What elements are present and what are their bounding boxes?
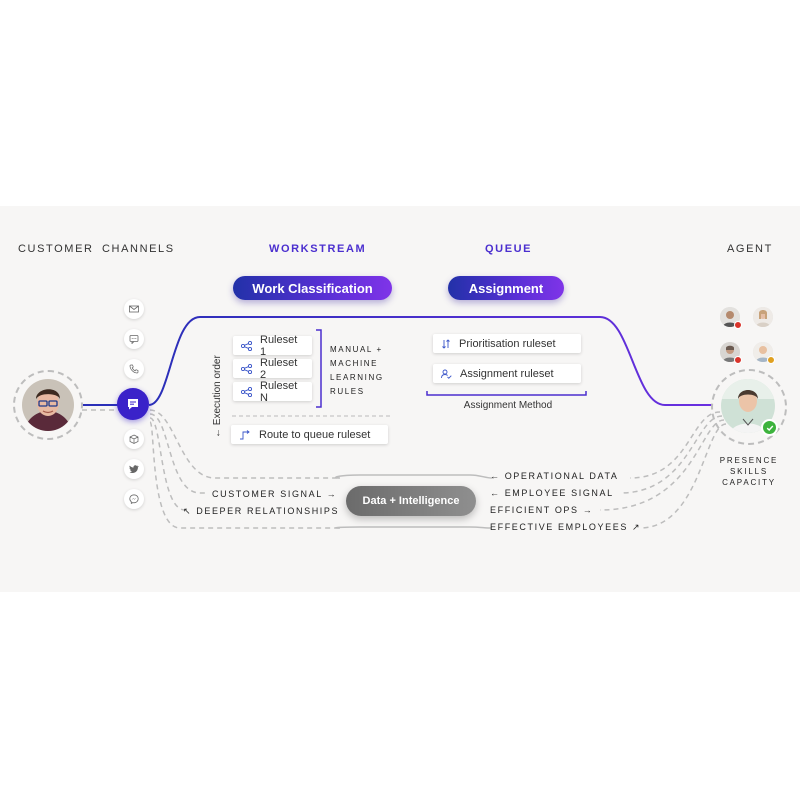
agent-avatar-ring xyxy=(711,369,787,445)
available-status-icon xyxy=(761,419,778,436)
assignment-method-label: Assignment Method xyxy=(463,400,553,411)
ruleset-card-n[interactable]: Ruleset N xyxy=(233,379,312,404)
operational-data-label: ← OPERATIONAL DATA xyxy=(490,471,618,481)
column-agent: AGENT xyxy=(727,243,773,255)
assignment-ruleset-label: Assignment ruleset xyxy=(460,367,554,380)
customer-signal-label: CUSTOMER SIGNAL → xyxy=(212,489,337,499)
route-icon xyxy=(240,429,250,439)
column-channels: CHANNELS xyxy=(102,243,175,255)
mail-icon[interactable] xyxy=(124,299,144,319)
prioritisation-ruleset-card[interactable]: Prioritisation ruleset xyxy=(433,334,581,353)
column-customer: CUSTOMER xyxy=(18,243,94,255)
chat-icon[interactable] xyxy=(117,388,149,420)
box-icon[interactable] xyxy=(124,429,144,449)
employee-signal-label: ← EMPLOYEE SIGNAL xyxy=(490,488,614,498)
phone-icon[interactable] xyxy=(124,359,144,379)
deeper-relationships-text: DEEPER RELATIONSHIPS xyxy=(196,506,340,516)
rules-label-line: LEARNING xyxy=(330,373,384,382)
employee-signal-text: EMPLOYEE SIGNAL xyxy=(504,488,614,498)
rules-label-line: MANUAL + xyxy=(330,345,383,354)
agent-avatar xyxy=(721,379,775,433)
agent-avatar-small xyxy=(753,307,773,327)
execution-order-text: Execution order xyxy=(212,355,223,426)
arrow-right-icon: → xyxy=(578,505,594,515)
customer-avatar xyxy=(22,379,74,431)
work-classification-pill: Work Classification xyxy=(233,276,392,300)
twitter-icon[interactable] xyxy=(124,459,144,479)
prioritisation-label: Prioritisation ruleset xyxy=(459,337,556,350)
arrow-left-icon: ← xyxy=(490,471,505,481)
route-to-queue-label: Route to queue ruleset xyxy=(259,428,371,441)
rules-label-line: RULES xyxy=(330,387,365,396)
customer-avatar-ring xyxy=(13,370,83,440)
sort-arrows-icon xyxy=(442,338,450,349)
column-queue: QUEUE xyxy=(485,243,533,255)
share-nodes-icon xyxy=(241,386,252,397)
sms-icon[interactable] xyxy=(124,329,144,349)
ruleset-card-1[interactable]: Ruleset 1 xyxy=(233,333,312,358)
assignment-ruleset-card[interactable]: Assignment ruleset xyxy=(433,364,581,383)
effective-employees-text: EFFECTIVE EMPLOYEES xyxy=(490,522,628,532)
deeper-relationships-label: ↖ DEEPER RELATIONSHIPS xyxy=(183,506,339,517)
customer-signal-text: CUSTOMER SIGNAL xyxy=(212,489,323,499)
agent-attribute: CAPACITY xyxy=(722,478,776,487)
rules-label: MANUAL + MACHINE LEARNING RULES xyxy=(330,343,384,399)
agent-attributes: PRESENCE SKILLS CAPACITY xyxy=(706,455,792,488)
arrow-left-icon: ← xyxy=(212,425,223,438)
messenger-icon[interactable] xyxy=(124,489,144,509)
execution-order-label: ← Execution order xyxy=(212,338,226,438)
arrow-up-left-icon: ↖ xyxy=(183,506,197,516)
ruleset-label: Ruleset 1 xyxy=(260,333,298,358)
share-nodes-icon xyxy=(241,363,252,374)
efficient-ops-label: EFFICIENT OPS → xyxy=(490,505,593,515)
assignment-pill: Assignment xyxy=(448,276,564,300)
share-nodes-icon xyxy=(241,340,252,351)
rules-label-line: MACHINE xyxy=(330,359,379,368)
arrow-right-icon: → xyxy=(322,489,338,499)
agent-attribute: SKILLS xyxy=(730,467,768,476)
main-flow-path xyxy=(148,316,712,406)
operational-data-text: OPERATIONAL DATA xyxy=(504,471,619,481)
busy-status-dot xyxy=(734,321,742,329)
data-intelligence-hub: Data + Intelligence xyxy=(346,486,476,516)
agent-avatar-small xyxy=(720,342,740,362)
efficient-ops-text: EFFICIENT OPS xyxy=(490,505,579,515)
person-check-icon xyxy=(441,369,452,379)
busy-status-dot xyxy=(734,356,742,364)
effective-employees-label: EFFECTIVE EMPLOYEES ↗ xyxy=(490,522,641,533)
arrow-up-right-icon: ↗ xyxy=(627,522,642,532)
ruleset-label: Ruleset N xyxy=(260,379,298,404)
away-status-dot xyxy=(767,356,775,364)
ruleset-card-2[interactable]: Ruleset 2 xyxy=(233,356,312,381)
agent-attribute: PRESENCE xyxy=(719,456,779,465)
arrow-left-icon: ← xyxy=(490,488,505,498)
column-workstream: WORKSTREAM xyxy=(269,243,367,255)
route-to-queue-card[interactable]: Route to queue ruleset xyxy=(231,425,388,444)
ruleset-label: Ruleset 2 xyxy=(260,356,298,381)
